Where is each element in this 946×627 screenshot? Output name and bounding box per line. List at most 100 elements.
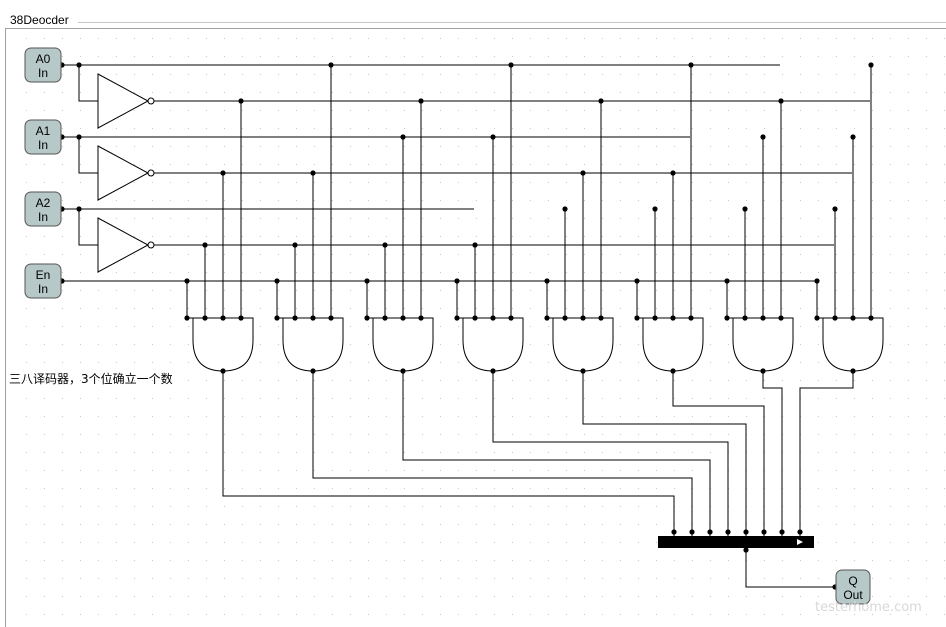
grid-dot	[44, 254, 45, 255]
grid-dot	[476, 272, 477, 273]
grid-dot	[584, 110, 585, 111]
grid-dot	[458, 470, 459, 471]
grid-dot	[728, 236, 729, 237]
grid-dot	[332, 470, 333, 471]
grid-dot	[332, 398, 333, 399]
grid-dot	[890, 56, 891, 57]
junction-dot	[724, 278, 730, 284]
grid-dot	[602, 254, 603, 255]
grid-dot	[206, 56, 207, 57]
grid-dot	[80, 200, 81, 201]
grid-dot	[224, 614, 225, 615]
grid-dot	[782, 146, 783, 147]
grid-dot	[926, 362, 927, 363]
grid-dot	[494, 218, 495, 219]
grid-dot	[638, 308, 639, 309]
grid-dot	[278, 74, 279, 75]
grid-dot	[314, 488, 315, 489]
grid-dot	[314, 560, 315, 561]
grid-dot	[242, 254, 243, 255]
grid-dot	[278, 614, 279, 615]
grid-dot	[188, 164, 189, 165]
grid-dot	[422, 524, 423, 525]
grid-dot	[404, 254, 405, 255]
grid-dot	[206, 506, 207, 507]
grid-dot	[836, 74, 837, 75]
grid-dot	[332, 416, 333, 417]
grid-dot	[692, 38, 693, 39]
junction-dot	[868, 62, 874, 68]
grid-dot	[332, 38, 333, 39]
grid-dot	[368, 254, 369, 255]
grid-dot	[620, 56, 621, 57]
grid-dot	[656, 452, 657, 453]
grid-dot	[278, 434, 279, 435]
grid-dot	[548, 506, 549, 507]
grid-dot	[314, 218, 315, 219]
grid-dot	[188, 614, 189, 615]
grid-dot	[818, 488, 819, 489]
grid-dot	[422, 92, 423, 93]
grid-dot	[458, 596, 459, 597]
grid-dot	[116, 596, 117, 597]
grid-dot	[476, 560, 477, 561]
grid-dot	[188, 452, 189, 453]
grid-dot	[440, 596, 441, 597]
grid-dot	[440, 542, 441, 543]
junction-dot	[310, 368, 316, 374]
grid-dot	[512, 218, 513, 219]
grid-dot	[314, 434, 315, 435]
grid-dot	[116, 74, 117, 75]
grid-dot	[296, 614, 297, 615]
grid-dot	[458, 506, 459, 507]
grid-dot	[674, 56, 675, 57]
grid-dot	[746, 200, 747, 201]
grid-dot	[494, 236, 495, 237]
grid-dot	[80, 362, 81, 363]
grid-dot	[548, 146, 549, 147]
grid-dot	[242, 524, 243, 525]
grid-dot	[854, 254, 855, 255]
grid-dot	[314, 506, 315, 507]
grid-dot	[260, 488, 261, 489]
grid-dot	[458, 362, 459, 363]
grid-dot	[134, 164, 135, 165]
grid-dot	[602, 614, 603, 615]
grid-dot	[314, 182, 315, 183]
grid-dot	[818, 560, 819, 561]
grid-dot	[800, 272, 801, 273]
grid-dot	[98, 362, 99, 363]
grid-dot	[476, 74, 477, 75]
grid-dot	[278, 524, 279, 525]
grid-dot	[404, 524, 405, 525]
grid-dot	[818, 434, 819, 435]
grid-dot	[368, 128, 369, 129]
grid-dot	[422, 488, 423, 489]
grid-dot	[278, 146, 279, 147]
grid-dot	[512, 110, 513, 111]
grid-dot	[692, 164, 693, 165]
grid-dot	[890, 344, 891, 345]
grid-dot	[602, 182, 603, 183]
grid-dot	[170, 380, 171, 381]
grid-dot	[530, 92, 531, 93]
grid-dot	[206, 524, 207, 525]
junction-dot	[220, 315, 226, 321]
grid-dot	[458, 128, 459, 129]
grid-dot	[836, 110, 837, 111]
pin-body	[24, 263, 62, 299]
grid-dot	[314, 56, 315, 57]
grid-dot	[440, 416, 441, 417]
grid-dot	[242, 470, 243, 471]
grid-dot	[854, 470, 855, 471]
grid-dot	[944, 596, 945, 597]
junction-dot	[292, 242, 298, 248]
grid-dot	[278, 110, 279, 111]
grid-dot	[368, 434, 369, 435]
grid-dot	[710, 380, 711, 381]
grid-dot	[926, 74, 927, 75]
grid-dot	[656, 380, 657, 381]
grid-dot	[458, 398, 459, 399]
grid-dot	[944, 560, 945, 561]
